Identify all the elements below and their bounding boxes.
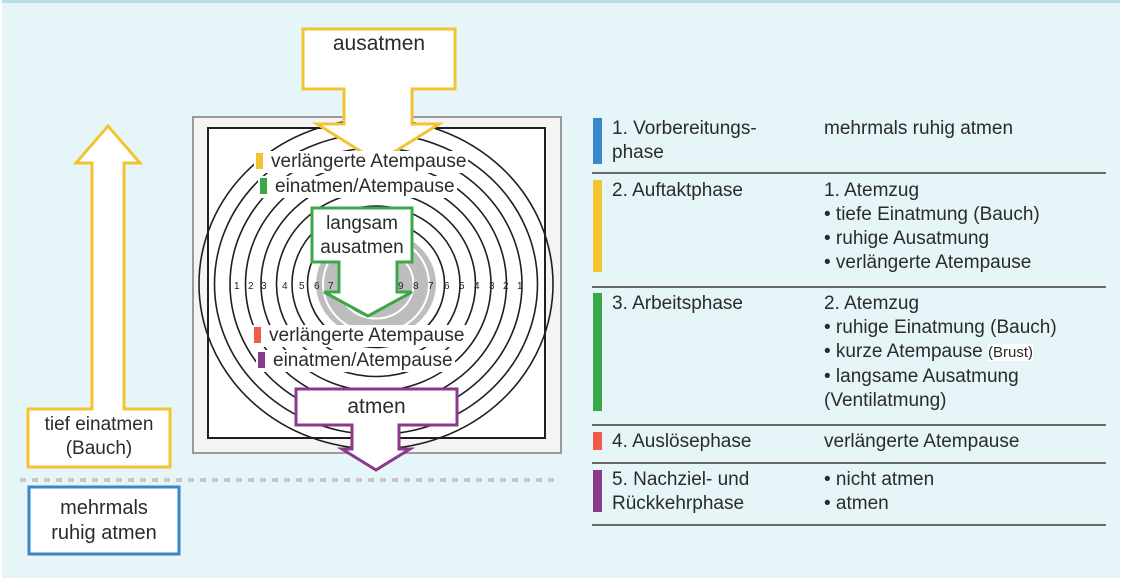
ring-number-right: 1 <box>517 281 523 292</box>
ring-number-left: 7 <box>328 281 334 292</box>
breathe-arrow <box>294 387 459 472</box>
phase-bar-3 <box>593 293 602 411</box>
row-divider <box>592 424 1106 426</box>
phase-row-2: 2. Auftaktphase 1. Atemzug • tiefe Einat… <box>592 179 1106 279</box>
phase-row-4: 4. Auslösephase verlängerte Atempause <box>592 430 1106 456</box>
upper-inhale-text: einatmen/Atempause <box>275 176 455 197</box>
lower-inhale-label: einatmen/Atempause <box>256 350 455 372</box>
phase-bar-1 <box>593 118 602 164</box>
red-marker <box>254 327 261 343</box>
phase-5-name: 5. Nachziel- und Rückkehrphase <box>612 469 750 514</box>
phase-3-desc-head: 2. Atemzug • ruhige Einatmung (Bauch) • … <box>824 293 1057 362</box>
ring-number-right: 2 <box>503 281 509 292</box>
row-divider <box>592 524 1106 526</box>
ring-number-right: 4 <box>474 281 480 292</box>
phase-bar-5 <box>593 470 602 512</box>
ring-number-left: 1 <box>234 281 240 292</box>
ring-number-right: 8 <box>413 281 419 292</box>
phase-1-name: 1. Vorbereitungs- phase <box>612 118 757 163</box>
deep-inhale-label: tief einatmen (Bauch) <box>44 414 154 459</box>
ring-number-left: 5 <box>299 281 305 292</box>
phase-3-desc: 2. Atemzug • ruhige Einatmung (Bauch) • … <box>824 292 1057 413</box>
phase-5-desc: • nicht atmen • atmen <box>824 469 935 514</box>
phase-2-desc: 1. Atemzug • tiefe Einatmung (Bauch) • r… <box>824 180 1040 273</box>
phase-row-1: 1. Vorbereitungs- phase mehrmals ruhig a… <box>592 117 1106 169</box>
row-divider <box>592 172 1106 174</box>
phase-bar-4 <box>593 432 602 450</box>
phase-3-name: 3. Arbeitsphase <box>612 293 743 314</box>
yellow-marker <box>256 153 263 169</box>
green-marker <box>260 178 267 194</box>
ring-number-left: 4 <box>282 281 288 292</box>
phase-row-5: 5. Nachziel- und Rückkehrphase • nicht a… <box>592 468 1106 518</box>
phase-color-bars <box>593 118 602 512</box>
exhale-arrow <box>301 27 457 164</box>
ring-number-right: 6 <box>444 281 450 292</box>
phase-4-name: 4. Auslösephase <box>612 431 752 452</box>
phase-3-desc-tail: • langsame Ausatmung (Ventilatmung) <box>824 366 1019 411</box>
ring-number-right: 5 <box>459 281 465 292</box>
phase-2-name: 2. Auftaktphase <box>612 180 743 201</box>
phase-3-brust-note: (Brust) <box>988 344 1034 361</box>
ring-number-left: 3 <box>261 281 267 292</box>
ring-number-left: 2 <box>248 281 254 292</box>
slow-exhale-arrow <box>310 206 414 318</box>
inhale-up-arrow <box>26 123 172 469</box>
row-divider <box>592 286 1106 288</box>
upper-pause-text: verlängerte Atempause <box>271 151 467 172</box>
lower-inhale-text: einatmen/Atempause <box>273 350 453 371</box>
phase-4-desc: verlängerte Atempause <box>824 431 1020 452</box>
lower-pause-text: verlängerte Atempause <box>269 325 465 346</box>
lower-pause-label: verlängerte Atempause <box>252 325 467 347</box>
ring-number-right: 3 <box>489 281 495 292</box>
phase-1-desc: mehrmals ruhig atmen <box>824 118 1014 139</box>
ring-number-right: 7 <box>428 281 434 292</box>
row-divider <box>592 462 1106 464</box>
phase-bar-2 <box>593 180 602 272</box>
calm-breathing-label: mehrmals ruhig atmen <box>51 497 157 544</box>
ring-number-right: 9 <box>398 281 404 292</box>
upper-pause-label: verlängerte Atempause <box>254 151 469 173</box>
slow-exhale-label: langsam ausatmen <box>320 213 404 258</box>
breathe-label: atmen <box>347 395 406 418</box>
calm-breathing-box <box>27 485 181 556</box>
ring-number-left: 6 <box>314 281 320 292</box>
purple-marker <box>258 352 265 368</box>
phase-row-3: 3. Arbeitsphase 2. Atemzug • ruhige Eina… <box>592 292 1106 416</box>
upper-inhale-label: einatmen/Atempause <box>258 176 457 198</box>
exhale-label: ausatmen <box>332 32 426 55</box>
